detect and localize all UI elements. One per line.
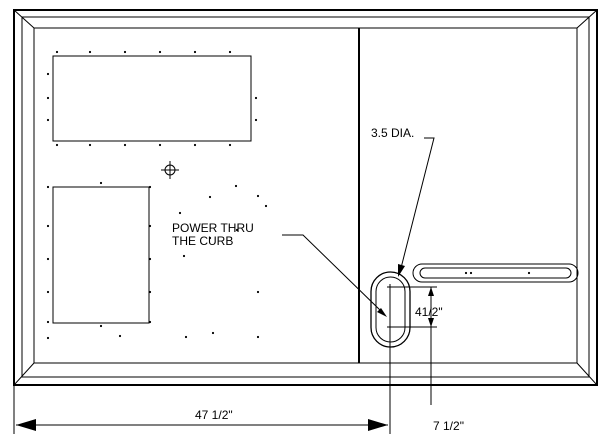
outer-frame-edge <box>13 9 598 386</box>
fastener-dot <box>256 194 260 198</box>
fastener-dot <box>46 257 50 261</box>
vertical-dimension <box>393 286 437 405</box>
fastener-dot <box>264 204 268 208</box>
fastener-dots <box>46 50 531 340</box>
power-label-line2: THE CURB <box>172 234 233 248</box>
fastener-dot <box>228 143 232 147</box>
fastener-dot <box>234 184 238 188</box>
fastener-dot <box>118 334 122 338</box>
horizontal-dimension-label: 47 1/2" <box>195 408 233 422</box>
diameter-leader <box>398 137 435 277</box>
fastener-dot <box>228 50 232 54</box>
fastener-dot <box>46 96 50 100</box>
fastener-dot <box>208 195 212 199</box>
fastener-dot <box>182 254 186 258</box>
fastener-dot <box>211 331 215 335</box>
fastener-dot <box>235 228 239 232</box>
inner-frame-edge <box>21 16 590 378</box>
fastener-dot <box>256 335 260 339</box>
fastener-dot <box>123 50 127 54</box>
small-dimension-label: 7 1/2" <box>433 419 464 433</box>
fastener-dot <box>55 50 59 54</box>
power-leader <box>282 234 387 317</box>
slot-mark <box>464 271 468 275</box>
fastener-dot <box>99 181 103 185</box>
fastener-dot <box>55 143 59 147</box>
fastener-dot <box>99 324 103 328</box>
horizontal-slot <box>412 263 579 283</box>
fastener-dot <box>184 335 188 339</box>
fastener-dot <box>158 143 162 147</box>
fastener-dot <box>88 143 92 147</box>
fastener-dot <box>193 50 197 54</box>
fastener-dot <box>46 118 50 122</box>
fastener-dot <box>46 185 50 189</box>
frame-corner-tl <box>13 9 35 29</box>
fastener-dot <box>178 211 182 215</box>
fastener-dot <box>208 236 212 240</box>
fastener-dot <box>46 290 50 294</box>
power-label-line1: POWER THRU <box>172 221 254 235</box>
fastener-dot <box>148 224 152 228</box>
slot-mark <box>527 271 531 275</box>
fastener-dot <box>254 118 258 122</box>
frame-corner-bl <box>13 362 35 386</box>
fastener-dot <box>256 290 260 294</box>
horizontal-dimension <box>16 419 388 431</box>
fastener-dot <box>46 224 50 228</box>
slot-mark <box>469 271 473 275</box>
fastener-dot <box>158 50 162 54</box>
crosshair-icon <box>161 161 179 179</box>
fastener-dot <box>148 257 152 261</box>
fastener-dot <box>193 143 197 147</box>
lower-opening <box>52 186 150 324</box>
fastener-dot <box>148 290 152 294</box>
fastener-dot <box>88 50 92 54</box>
unit-frame <box>13 9 598 386</box>
fastener-dot <box>46 336 50 340</box>
upper-opening <box>52 55 252 142</box>
fastener-dot <box>254 96 258 100</box>
panel-border <box>33 27 578 364</box>
fastener-dot <box>46 320 50 324</box>
fastener-dot <box>46 72 50 76</box>
fastener-dot <box>123 143 127 147</box>
fastener-dot <box>148 185 152 189</box>
frame-corner-br <box>576 362 598 386</box>
fastener-dot <box>148 320 152 324</box>
frame-corner-tr <box>576 9 598 29</box>
vertical-dimension-label: 41/2" <box>415 305 443 319</box>
diameter-label: 3.5 DIA. <box>371 126 414 140</box>
